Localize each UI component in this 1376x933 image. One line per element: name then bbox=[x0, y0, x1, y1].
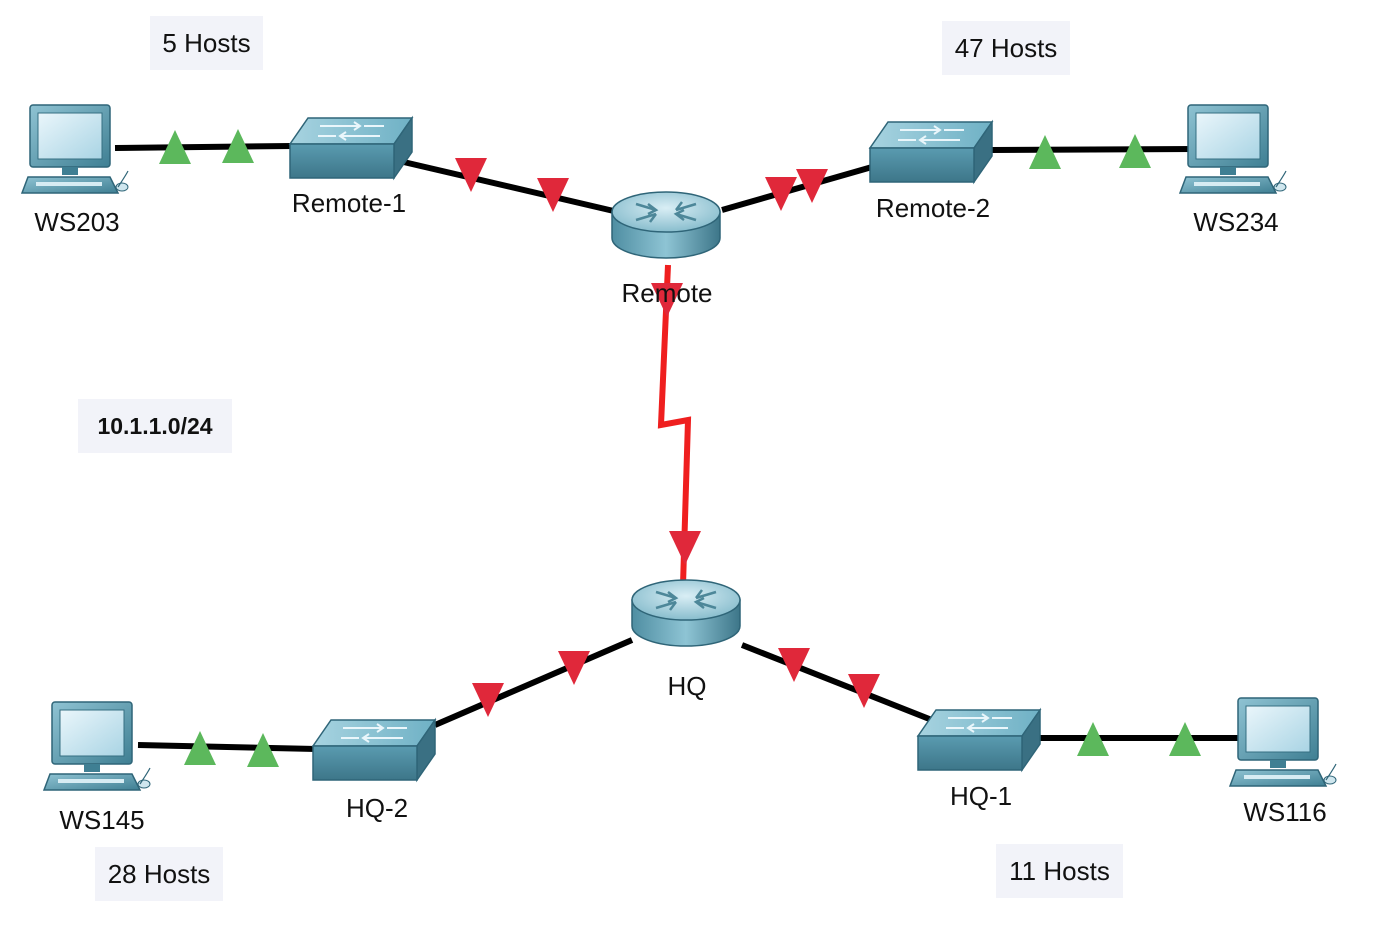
router-icon[interactable] bbox=[611, 191, 721, 259]
switch-icon[interactable] bbox=[916, 707, 1042, 773]
link-down-indicator bbox=[796, 169, 828, 203]
link-down-indicator bbox=[455, 158, 487, 192]
link-remote2-ws234[interactable] bbox=[991, 146, 1197, 153]
device-label-ws116: WS116 bbox=[1243, 797, 1327, 827]
devices bbox=[20, 104, 1337, 791]
link-down-indicator bbox=[778, 648, 810, 682]
link-down-indicator bbox=[651, 283, 683, 317]
link-down-indicator bbox=[765, 177, 797, 211]
note-hq1-hosts: 11 Hosts bbox=[996, 844, 1123, 898]
device-label-hq2: HQ-2 bbox=[345, 793, 409, 823]
link-up-indicator bbox=[184, 731, 216, 765]
device-label-hq: HQ bbox=[667, 671, 707, 701]
note-network-address: 10.1.1.0/24 bbox=[78, 399, 232, 453]
pc-icon[interactable] bbox=[1228, 697, 1337, 787]
router-icon[interactable] bbox=[631, 579, 741, 647]
link-up-indicator bbox=[1119, 134, 1151, 168]
device-label-remote1: Remote-1 bbox=[291, 188, 407, 218]
link-down-indicator bbox=[472, 683, 504, 717]
link-up-indicator bbox=[222, 129, 254, 163]
note-hq2-hosts: 28 Hosts bbox=[95, 847, 223, 901]
link-up-indicator bbox=[247, 733, 279, 767]
link-status-markers bbox=[159, 129, 1201, 767]
links bbox=[114, 143, 1246, 752]
pc-icon[interactable] bbox=[42, 701, 151, 791]
link-down-indicator bbox=[537, 178, 569, 212]
switch-icon[interactable] bbox=[311, 717, 437, 783]
link-up-indicator bbox=[1169, 722, 1201, 756]
link-hq2-ws145[interactable] bbox=[137, 742, 317, 752]
link-up-indicator bbox=[159, 130, 191, 164]
switch-icon[interactable] bbox=[868, 119, 994, 185]
device-label-remote2: Remote-2 bbox=[875, 193, 991, 223]
pc-icon[interactable] bbox=[20, 104, 129, 194]
link-remote-remote2[interactable] bbox=[721, 164, 873, 213]
link-ws203-remote1[interactable] bbox=[114, 143, 293, 151]
link-up-indicator bbox=[1029, 135, 1061, 169]
device-label-ws234: WS234 bbox=[1193, 207, 1279, 237]
link-hq-hq2[interactable] bbox=[433, 637, 634, 728]
link-down-indicator bbox=[848, 674, 880, 708]
link-remote1-remote[interactable] bbox=[394, 157, 619, 215]
device-label-hq1: HQ-1 bbox=[949, 781, 1013, 811]
pc-icon[interactable] bbox=[1178, 104, 1287, 194]
note-remote2-hosts: 47 Hosts bbox=[942, 21, 1070, 75]
link-up-indicator bbox=[1077, 722, 1109, 756]
switch-icon[interactable] bbox=[288, 115, 414, 181]
link-remote-hq-serial[interactable] bbox=[657, 264, 692, 586]
device-label-ws203: WS203 bbox=[34, 207, 120, 237]
link-down-indicator bbox=[669, 531, 701, 565]
device-label-ws145: WS145 bbox=[59, 805, 145, 835]
note-remote1-hosts: 5 Hosts bbox=[150, 16, 263, 70]
link-down-indicator bbox=[558, 651, 590, 685]
device-label-remote: Remote bbox=[621, 278, 713, 308]
link-hq-hq1[interactable] bbox=[740, 642, 944, 727]
